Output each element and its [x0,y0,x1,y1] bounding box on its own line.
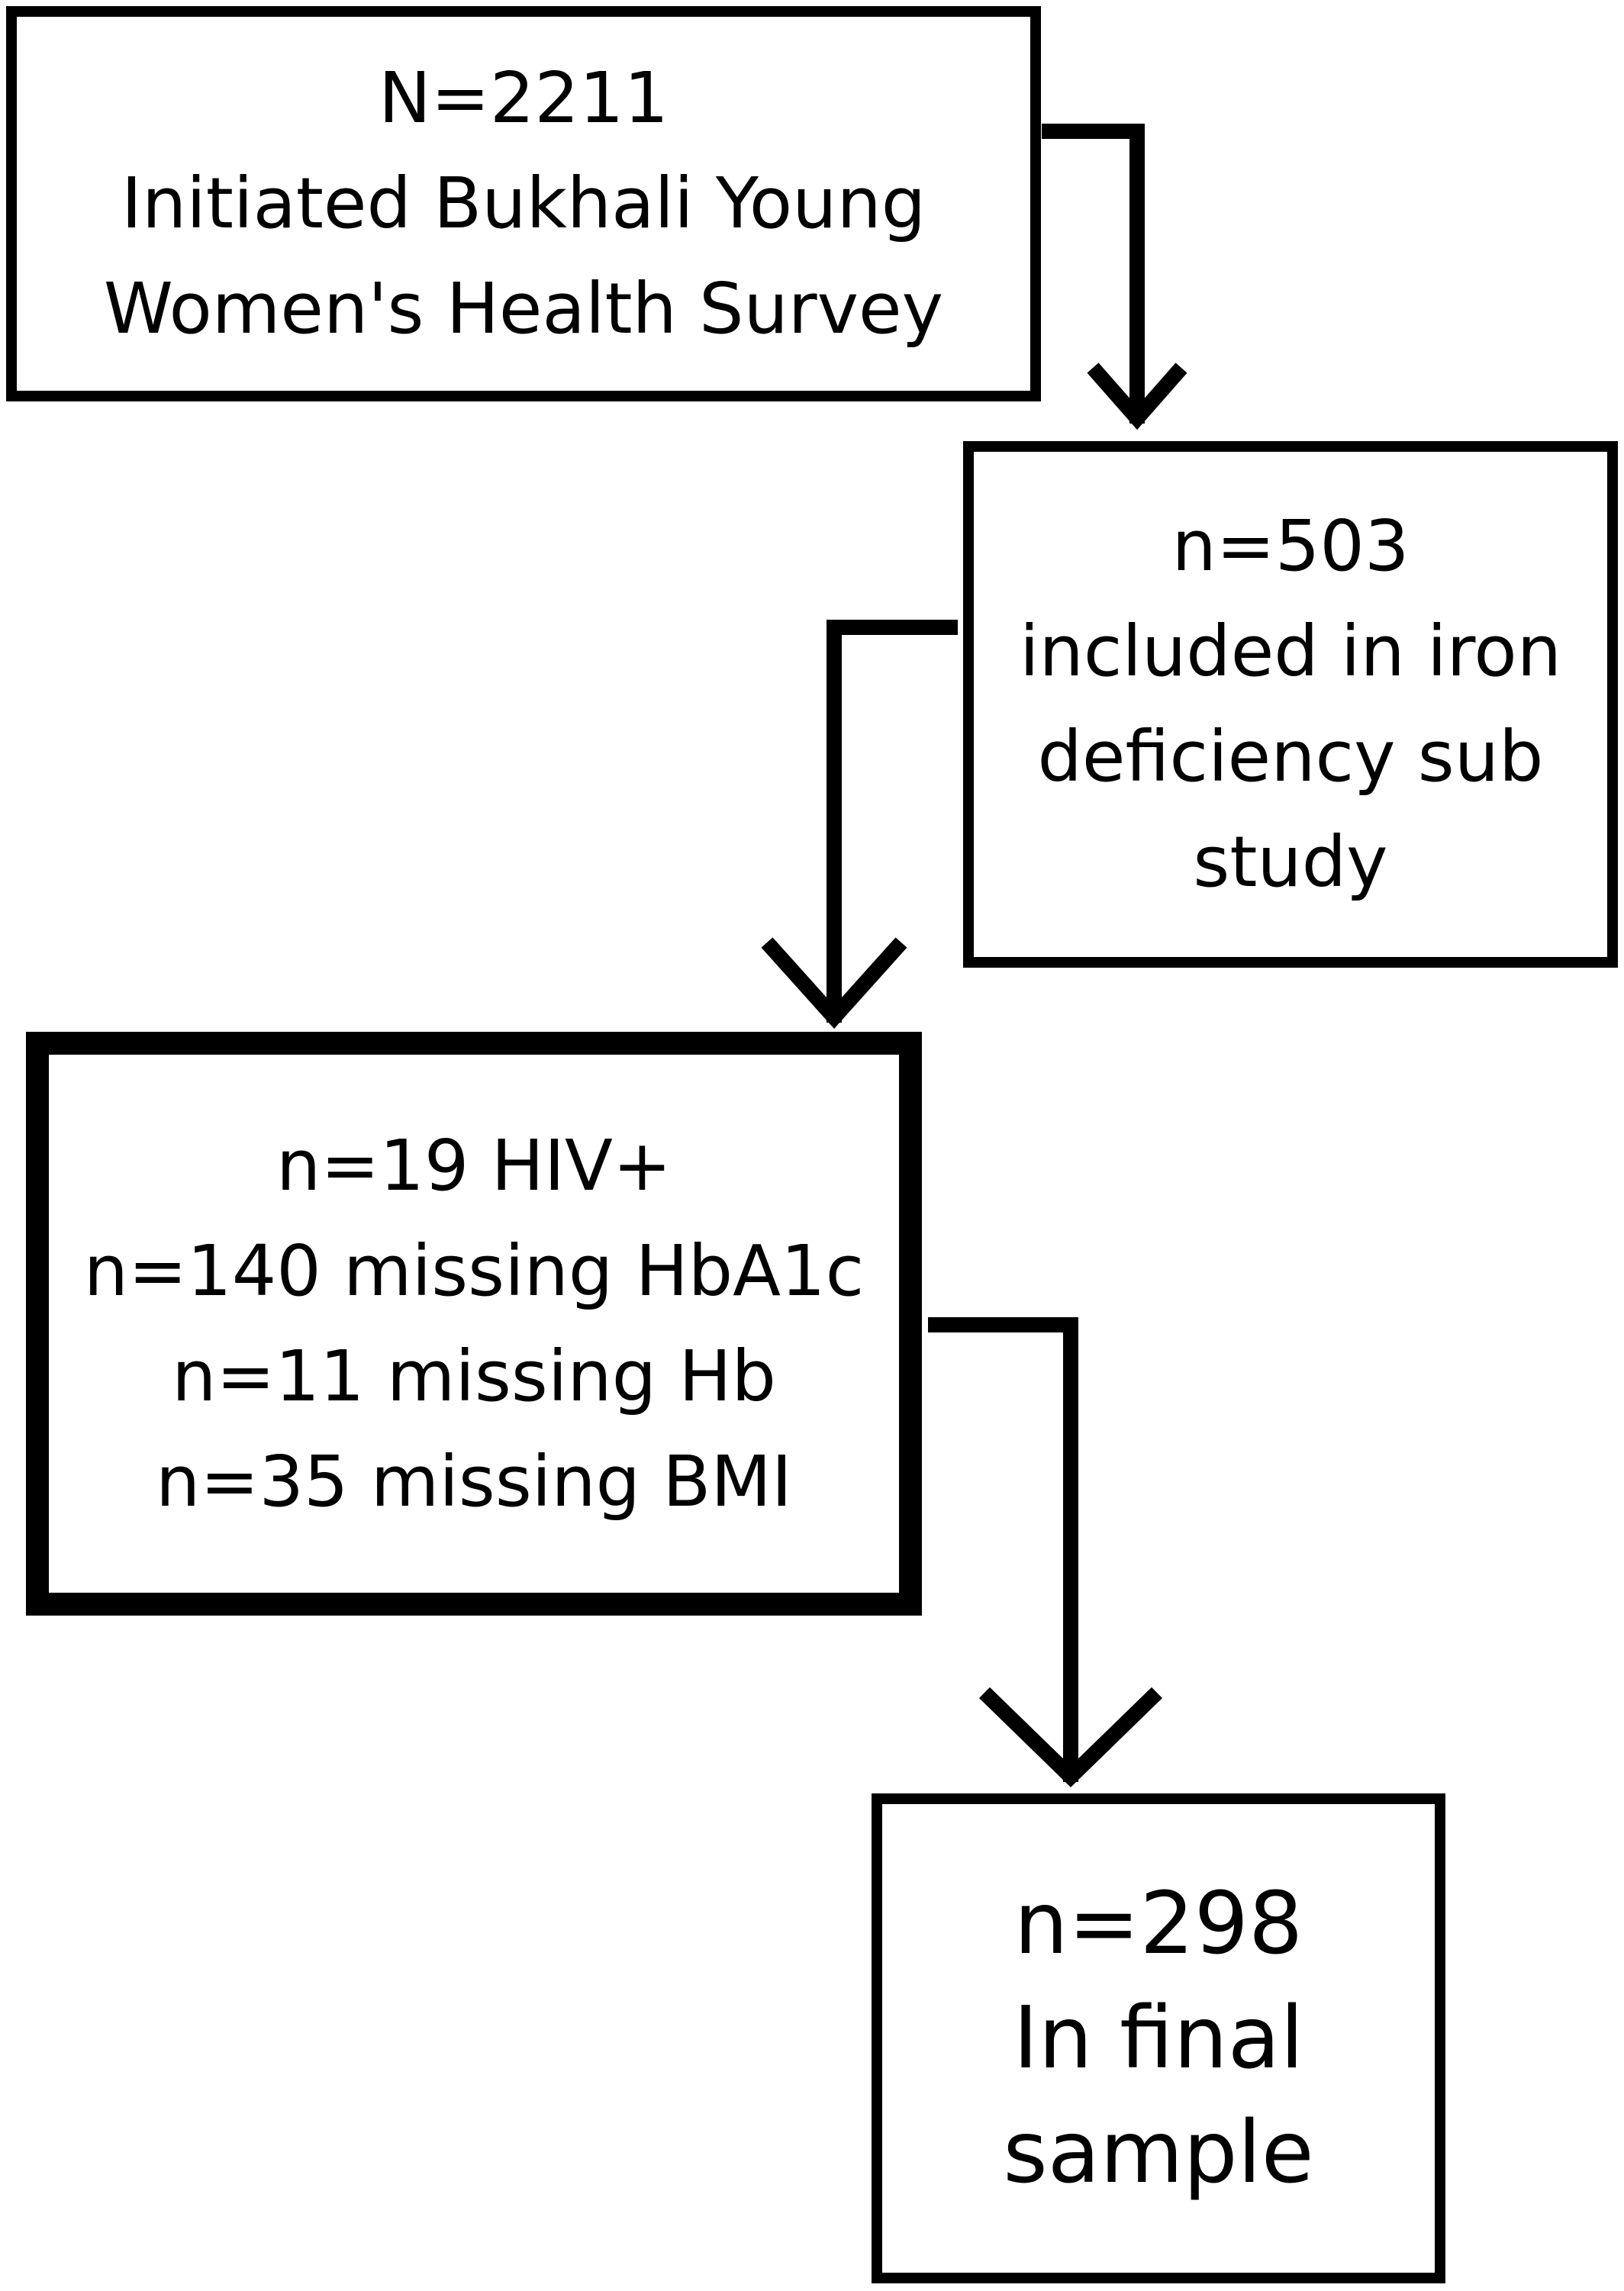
final-line-1: n=298 [1013,1874,1303,1974]
connector-survey-to-substudy [1042,124,1145,424]
substudy-line-4: study [1193,821,1388,903]
survey-line-2: Initiated Bukhali Young [121,163,926,244]
connector-exclusions-to-final [928,1317,1078,1782]
exclusion-line-1: n=19 HIV+ [276,1124,672,1207]
arrowhead-final-icon [979,1687,1162,1787]
substudy-line-1: n=503 [1171,505,1410,587]
final-line-3: sample [1003,2103,1314,2202]
exclusion-line-3: n=11 missing Hb [172,1335,776,1417]
survey-line-1: N=2211 [378,57,669,139]
arrowhead-exclusions-icon [761,937,907,1029]
substudy-line-2: included in iron [1019,611,1562,692]
connector-substudy-to-exclusions [826,620,958,1023]
box-exclusions: n=19 HIV+ n=140 missing HbA1c n=11 missi… [26,1032,922,1616]
box-initiated-survey: N=2211 Initiated Bukhali Young Women's H… [6,6,1041,401]
box-iron-substudy: n=503 included in iron deficiency sub st… [963,441,1618,968]
exclusion-line-4: n=35 missing BMI [156,1440,792,1522]
box-final-sample: n=298 In final sample [872,1793,1445,2283]
arrowhead-substudy-icon [1087,362,1187,430]
final-line-2: In final [1013,1989,1304,2088]
exclusion-line-2: n=140 missing HbA1c [83,1229,865,1312]
substudy-line-3: deficiency sub [1037,716,1544,798]
survey-line-3: Women's Health Survey [103,268,944,350]
